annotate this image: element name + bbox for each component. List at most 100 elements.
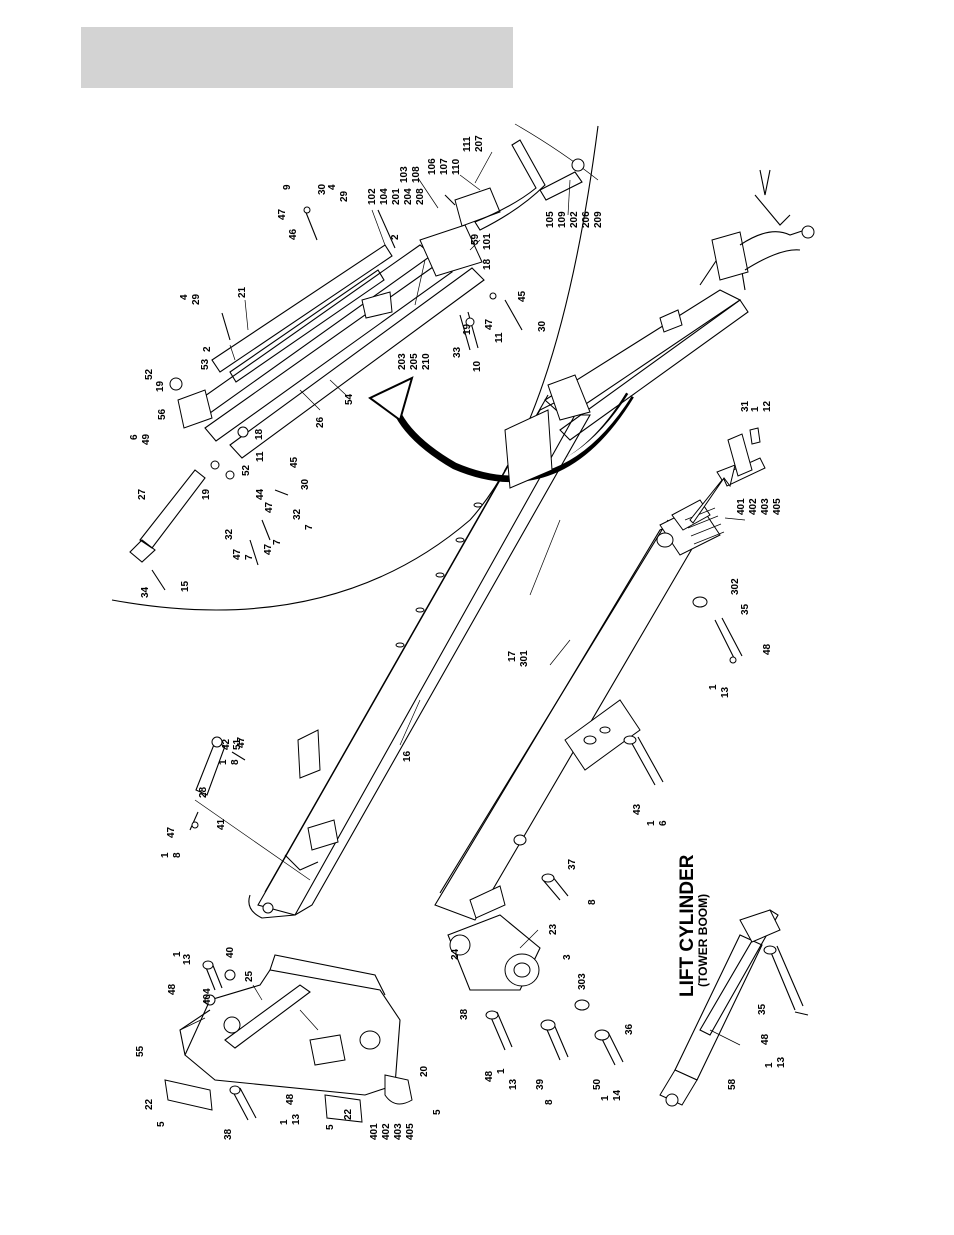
callout: 13 <box>776 1056 787 1068</box>
callout: 111 <box>462 136 473 152</box>
callout: 2 <box>390 234 401 240</box>
callout: 210 <box>421 353 432 370</box>
cylinder-28 <box>189 736 246 831</box>
callout: 1 <box>708 684 719 690</box>
callout: 1 <box>646 820 657 826</box>
callout: 9 <box>282 184 293 190</box>
callout: 1 <box>172 951 183 957</box>
callout: 105 <box>545 211 556 228</box>
callout: 19 <box>462 323 473 335</box>
callout: 15 <box>180 580 191 592</box>
callout: 1 <box>750 406 761 412</box>
callout: 53 <box>200 358 211 370</box>
callout: 404 <box>202 988 213 1005</box>
callout: 20 <box>419 1065 430 1077</box>
callout: 46 <box>288 228 299 240</box>
callout: 34 <box>140 586 151 598</box>
callout: 5 <box>325 1124 336 1130</box>
callout: 402 <box>381 1123 392 1140</box>
callout: 24 <box>450 948 461 960</box>
callout: 33 <box>452 346 463 358</box>
callout-labels: 111 207 106 107 110 103 108 102 104 201 … <box>129 135 787 1140</box>
callout: 47 <box>484 318 495 330</box>
callout: 101 <box>482 233 493 250</box>
callout: 208 <box>415 188 426 205</box>
callout: 401 <box>369 1123 380 1140</box>
callout: 22 <box>343 1108 354 1120</box>
callout: 16 <box>402 750 413 762</box>
callout: 48 <box>167 983 178 995</box>
callout: 25 <box>244 970 255 982</box>
outer-boom-16 <box>248 394 591 919</box>
callout: 58 <box>727 1078 738 1090</box>
callout: 48 <box>285 1093 296 1105</box>
callout: 303 <box>577 973 588 990</box>
callout: 28 <box>198 786 209 798</box>
callout: 13 <box>182 953 193 965</box>
callout: 7 <box>244 554 255 560</box>
callout: 29 <box>191 293 202 305</box>
title-line2: (TOWER BOOM) <box>696 894 710 987</box>
callout: 38 <box>459 1008 470 1020</box>
callout: 206 <box>581 211 592 228</box>
callout: 5 <box>432 1109 443 1115</box>
callout: 1 <box>279 1119 290 1125</box>
callout: 48 <box>484 1070 495 1082</box>
callout: 59 <box>470 233 481 245</box>
callout: 21 <box>237 286 248 298</box>
callout: 51 <box>232 738 243 750</box>
callout: 32 <box>292 508 303 520</box>
callout: 402 <box>748 498 759 515</box>
callout: 49 <box>141 433 152 445</box>
callout: 52 <box>241 464 252 476</box>
callout: 30 <box>317 183 328 195</box>
callout: 22 <box>144 1098 155 1110</box>
callout: 301 <box>519 650 530 667</box>
callout: 41 <box>216 818 227 830</box>
callout: 30 <box>300 478 311 490</box>
block-31 <box>727 427 761 477</box>
callout: 203 <box>397 353 408 370</box>
callout: 23 <box>548 923 559 935</box>
upper-boom-detail <box>129 139 585 591</box>
callout: 44 <box>255 488 266 500</box>
callout: 107 <box>439 158 450 175</box>
callout: 6 <box>129 434 140 440</box>
callout: 40 <box>225 946 236 958</box>
hatch-block <box>684 507 725 545</box>
callout: 11 <box>494 332 505 343</box>
callout: 1 <box>496 1068 507 1074</box>
callout: 26 <box>315 416 326 428</box>
callout: 4 <box>179 294 190 300</box>
callout: 8 <box>172 852 183 858</box>
callout: 48 <box>760 1033 771 1045</box>
callout: 19 <box>155 380 166 392</box>
callout: 8 <box>544 1099 555 1105</box>
callout: 401 <box>736 498 747 515</box>
lift-cylinder-58 <box>659 909 809 1107</box>
callout: 103 <box>399 166 410 183</box>
callout: 13 <box>720 686 731 698</box>
callout: 102 <box>367 188 378 205</box>
callout: 1 <box>764 1062 775 1068</box>
callout: 47 <box>232 548 243 560</box>
base-pins <box>485 999 624 1066</box>
callout: 405 <box>772 498 783 515</box>
callout: 202 <box>569 211 580 228</box>
callout: 32 <box>224 528 235 540</box>
callout: 43 <box>632 803 643 815</box>
callout: 207 <box>474 135 485 152</box>
callout: 1 <box>160 852 171 858</box>
callout: 13 <box>508 1078 519 1090</box>
callout: 403 <box>393 1123 404 1140</box>
callout: 5 <box>156 1121 167 1127</box>
callout: 45 <box>517 290 528 302</box>
callout: 30 <box>537 320 548 332</box>
base-frame <box>164 954 413 1123</box>
inner-boom-right <box>544 169 815 441</box>
callout: 108 <box>411 166 422 183</box>
callout: 13 <box>291 1113 302 1125</box>
curved-arrow-icon <box>368 376 634 482</box>
title-block: LIFT CYLINDER (TOWER BOOM) <box>677 854 710 997</box>
